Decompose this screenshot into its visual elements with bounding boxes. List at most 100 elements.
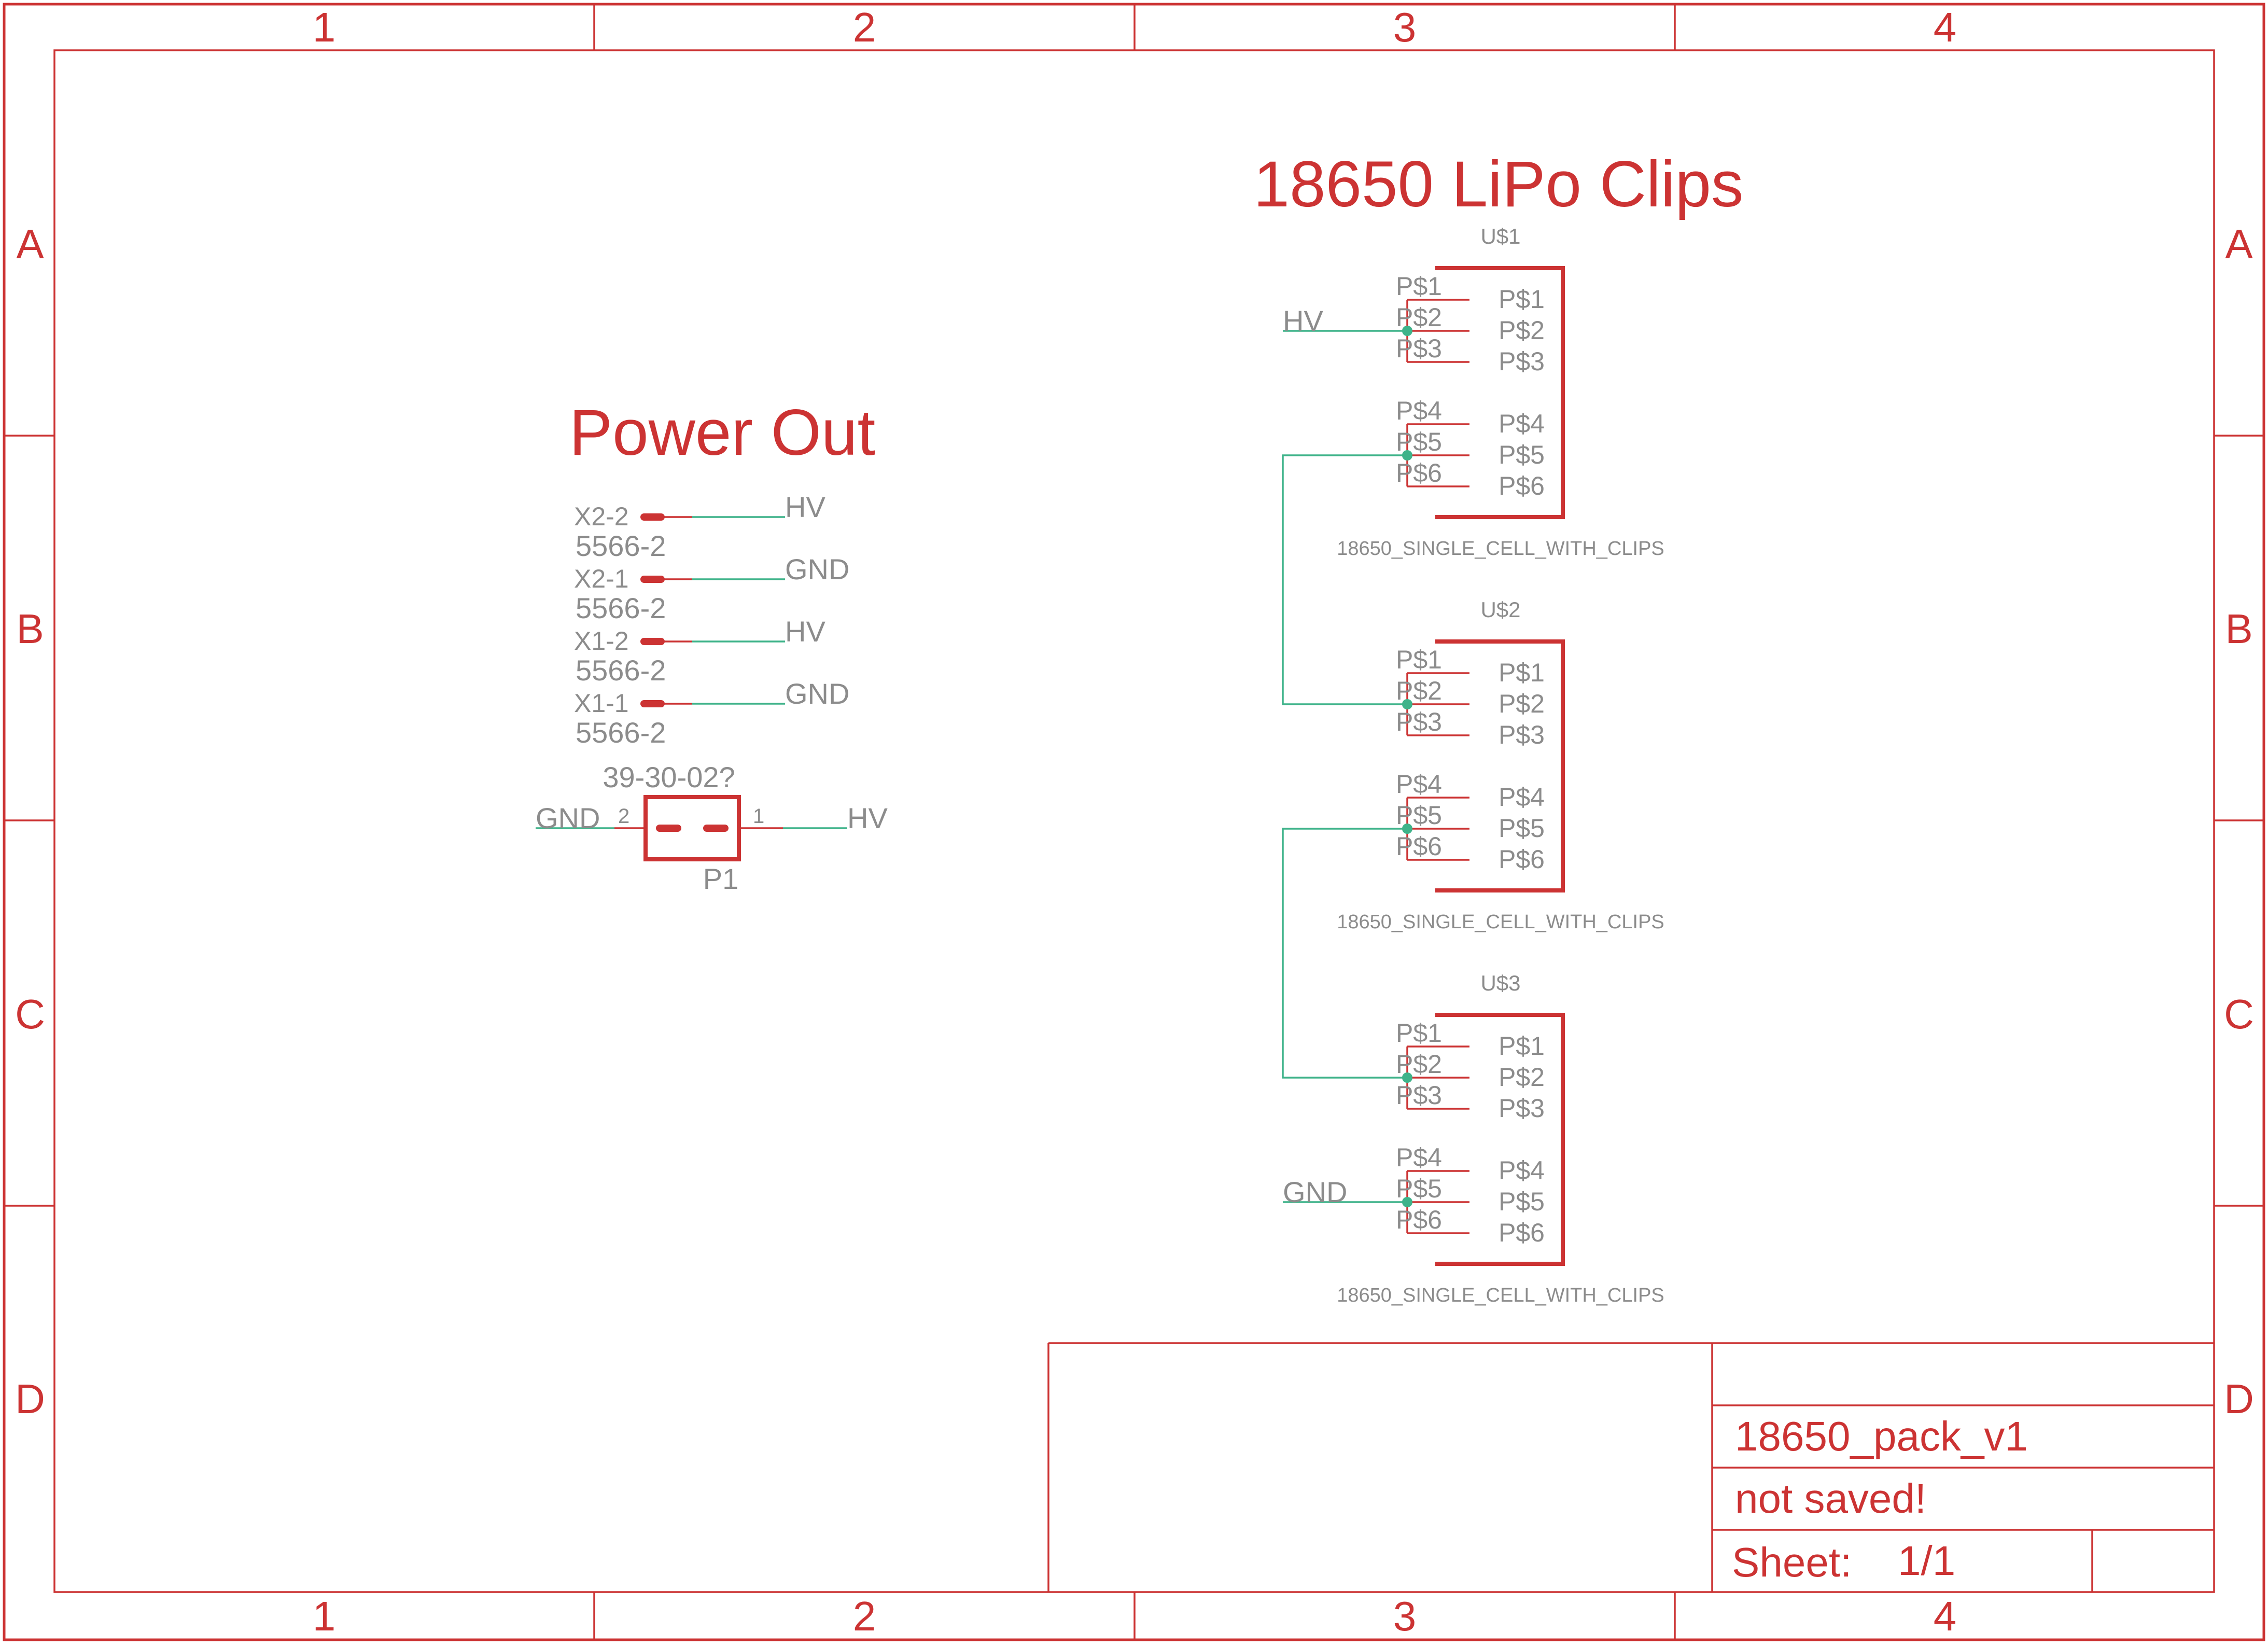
title-block: 18650_pack_v1 not saved! Sheet: 1/1 (1047, 1342, 2214, 1592)
pin-label-left: P$1 (1396, 272, 1442, 301)
connector-value: 5566-2 (576, 654, 666, 687)
net-label: GND (785, 553, 849, 585)
series-wiring: HV GND (1282, 304, 1412, 1208)
connector-name: X1-1 (574, 689, 629, 718)
pin-number-right: 1 (753, 805, 764, 828)
zone-col-1-bottom: 1 (313, 1593, 336, 1639)
pin-label-inside: P$6 (1499, 845, 1545, 874)
pin-label-left: P$6 (1396, 1205, 1442, 1234)
net-label-left: GND (536, 802, 600, 834)
junction-dot (1402, 1072, 1412, 1083)
cell-device: 18650_SINGLE_CELL_WITH_CLIPS (1337, 538, 1664, 560)
cell-name: U$1 (1480, 224, 1520, 248)
pin-label-inside: P$5 (1499, 1187, 1545, 1216)
pin-label-left: P$2 (1396, 303, 1442, 332)
pin-label-left: P$1 (1396, 1019, 1442, 1048)
connector-x1-1[interactable]: X1-1 GND 5566-2 (574, 677, 849, 749)
junction-dot (1402, 699, 1412, 709)
junction-dot (1402, 824, 1412, 834)
drawing-frame: 1 2 3 4 1 2 3 4 A B C D A B C D (3, 3, 2265, 1641)
header-name: P1 (703, 862, 739, 895)
net-label-right: HV (847, 802, 888, 834)
outer-border (3, 3, 2265, 1641)
zone-row-a-right: A (2225, 221, 2253, 267)
pin-label-inside: P$2 (1499, 1063, 1545, 1092)
pin-label-inside: P$5 (1499, 814, 1545, 843)
power-out-title: Power Out (569, 397, 876, 469)
cell-name: U$3 (1480, 971, 1520, 995)
pin-label-left: P$6 (1396, 458, 1442, 487)
connector-x2-2[interactable]: X2-2 HV 5566-2 (574, 491, 825, 562)
gnd-net-label: GND (1283, 1176, 1347, 1208)
pin-label-inside: P$3 (1499, 347, 1545, 376)
hv-net-label: HV (1283, 304, 1323, 337)
pin-label-inside: P$1 (1499, 658, 1545, 687)
pin-label-left: P$4 (1396, 396, 1442, 425)
connector-value: 5566-2 (576, 529, 666, 562)
pin-label-left: P$5 (1396, 1174, 1442, 1203)
connector-name: X2-1 (574, 564, 629, 593)
zone-col-3-top: 3 (1393, 4, 1417, 50)
pin-label-inside: P$6 (1499, 1218, 1545, 1247)
zone-row-c-left: C (15, 991, 45, 1037)
cell-name: U$2 (1480, 597, 1520, 622)
zone-row-c-right: C (2224, 991, 2254, 1037)
pin-label-left: P$2 (1396, 676, 1442, 705)
pin-label-left: P$3 (1396, 707, 1442, 736)
zone-row-a-left: A (16, 221, 44, 267)
pin-label-inside: P$1 (1499, 1031, 1545, 1061)
header-value: 39-30-02? (603, 761, 735, 793)
cell-device: 18650_SINGLE_CELL_WITH_CLIPS (1337, 1285, 1664, 1306)
connector-x2-1[interactable]: X2-1 GND 5566-2 (574, 553, 849, 624)
save-status: not saved! (1735, 1475, 1926, 1522)
pin-label-left: P$3 (1396, 1081, 1442, 1110)
junction-dot (1402, 450, 1412, 461)
connector-value: 5566-2 (576, 592, 666, 624)
pin-label-inside: P$5 (1499, 440, 1545, 469)
zone-col-2-bottom: 2 (853, 1593, 876, 1639)
zone-col-3-bottom: 3 (1393, 1593, 1417, 1639)
junction-dot (1402, 1197, 1412, 1207)
zone-row-d-right: D (2224, 1376, 2254, 1422)
net-label: HV (785, 615, 825, 648)
cell-u1[interactable]: U$1 P$1 P$2 P$3 P$4 P$5 P$6 P$1 P$2 P$3 … (1337, 224, 1664, 560)
pin-label-inside: P$3 (1499, 1094, 1545, 1123)
lipo-clips-title: 18650 LiPo Clips (1253, 148, 1743, 220)
drawing-name: 18650_pack_v1 (1735, 1413, 2028, 1459)
pin-label-left: P$4 (1396, 1143, 1442, 1172)
zone-row-d-left: D (15, 1376, 45, 1422)
inner-border (53, 49, 2215, 1593)
zone-col-1-top: 1 (313, 4, 336, 50)
connector-name: X1-2 (574, 626, 629, 655)
cell-u2[interactable]: U$2 P$1 P$2 P$3 P$4 P$5 P$6 P$1 P$2 P$3 … (1337, 597, 1664, 933)
pin-label-inside: P$2 (1499, 689, 1545, 718)
pin-label-inside: P$4 (1499, 1156, 1545, 1185)
zone-col-2-top: 2 (853, 4, 876, 50)
sheet-label: Sheet: (1732, 1539, 1852, 1585)
pin-label-inside: P$6 (1499, 471, 1545, 500)
pin-label-left: P$5 (1396, 801, 1442, 830)
u2-u3-series-wire[interactable] (1282, 828, 1407, 1079)
pin-label-left: P$3 (1396, 334, 1442, 363)
zone-row-b-right: B (2225, 606, 2252, 652)
zone-col-4-top: 4 (1934, 4, 1957, 50)
pin-label-left: P$4 (1396, 770, 1442, 799)
header-p1[interactable]: 39-30-02? 2 1 GND HV P1 (536, 761, 888, 895)
pin-label-left: P$1 (1396, 645, 1442, 674)
u1-u2-series-wire[interactable] (1282, 454, 1407, 705)
pin-label-left: P$6 (1396, 832, 1442, 861)
connector-value: 5566-2 (576, 716, 666, 749)
pin-number-left: 2 (618, 805, 629, 828)
connector-x1-2[interactable]: X1-2 HV 5566-2 (574, 615, 825, 687)
cell-u3[interactable]: U$3 P$1 P$2 P$3 P$4 P$5 P$6 P$1 P$2 P$3 … (1337, 971, 1664, 1306)
pin-label-inside: P$2 (1499, 316, 1545, 345)
pin-label-inside: P$3 (1499, 720, 1545, 749)
net-label: HV (785, 491, 825, 523)
pin-label-left: P$5 (1396, 427, 1442, 456)
connector-name: X2-2 (574, 502, 629, 531)
net-label: GND (785, 677, 849, 710)
sheet-number: 1/1 (1898, 1538, 1955, 1584)
cell-device: 18650_SINGLE_CELL_WITH_CLIPS (1337, 911, 1664, 933)
pin-label-inside: P$4 (1499, 409, 1545, 438)
